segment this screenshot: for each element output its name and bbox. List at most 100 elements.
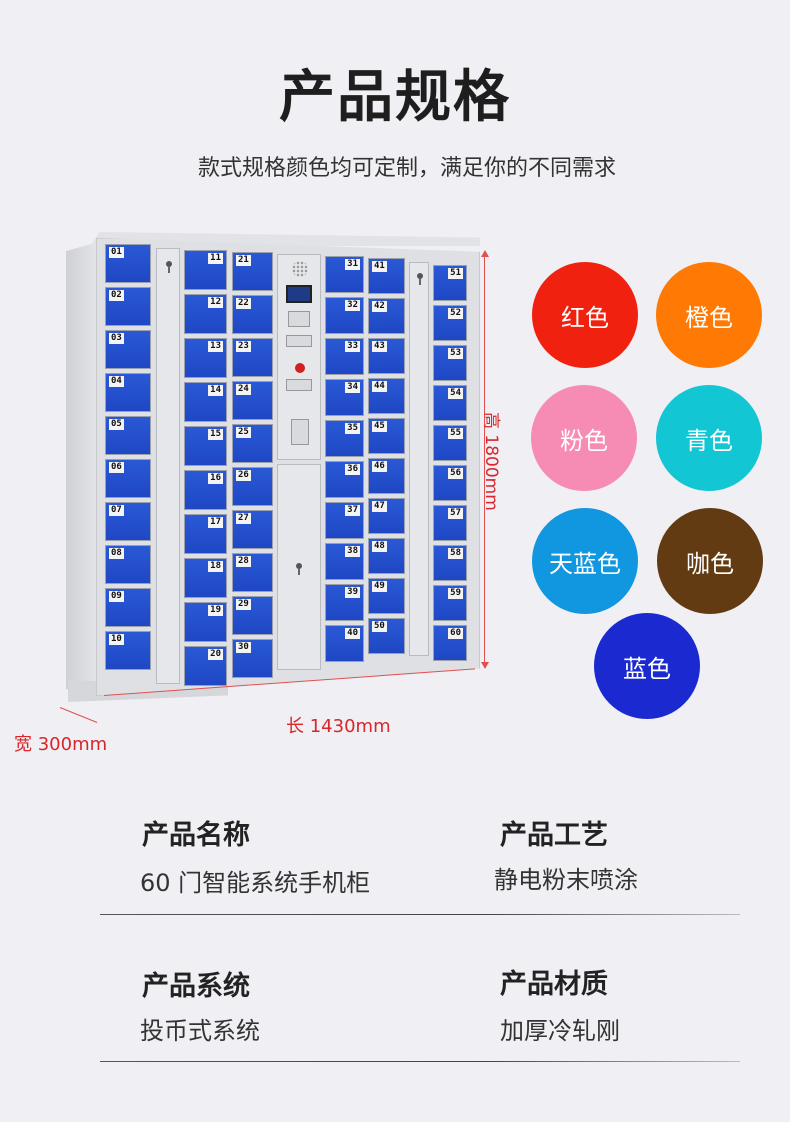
color-swatch-sky-blue: 天蓝色 xyxy=(532,508,638,614)
locker-door: 10 xyxy=(105,631,151,670)
door-number: 02 xyxy=(109,290,124,301)
door-number: 03 xyxy=(109,333,124,344)
locker-door: 52 xyxy=(433,305,467,341)
door-number: 54 xyxy=(448,388,463,399)
locker-door: 50 xyxy=(368,618,405,654)
door-number: 13 xyxy=(208,341,223,352)
locker-door: 43 xyxy=(368,338,405,374)
width-dimension-line xyxy=(59,707,98,723)
locker-door: 04 xyxy=(105,373,151,412)
door-number: 23 xyxy=(236,341,251,352)
door-number: 35 xyxy=(345,423,360,434)
door-number: 38 xyxy=(345,546,360,557)
locker-door: 36 xyxy=(325,461,364,498)
door-number: 34 xyxy=(345,382,360,393)
color-swatch-pink: 粉色 xyxy=(531,385,637,491)
door-number: 04 xyxy=(109,376,124,387)
ticket-slot xyxy=(286,379,312,391)
locker-door: 47 xyxy=(368,498,405,534)
locker-door: 29 xyxy=(232,596,273,635)
door-number: 01 xyxy=(109,247,124,258)
arrow-up-icon xyxy=(481,250,489,257)
door-number: 47 xyxy=(372,501,387,512)
locker-door: 44 xyxy=(368,378,405,414)
door-number: 15 xyxy=(208,429,223,440)
door-number: 33 xyxy=(345,341,360,352)
divider xyxy=(100,1061,740,1062)
locker-door: 54 xyxy=(433,385,467,421)
spec-value-system: 投币式系统 xyxy=(140,1017,260,1045)
locker-door: 55 xyxy=(433,425,467,461)
spec-label-process: 产品工艺 xyxy=(500,820,608,851)
door-number: 30 xyxy=(236,642,251,653)
door-number: 24 xyxy=(236,384,251,395)
locker-door: 03 xyxy=(105,330,151,369)
locker-door: 38 xyxy=(325,543,364,580)
locker-door: 22 xyxy=(232,295,273,334)
door-number: 39 xyxy=(345,587,360,598)
spec-label-name: 产品名称 xyxy=(142,820,250,851)
cabinet-side xyxy=(66,242,98,698)
locker-door: 14 xyxy=(184,382,227,422)
key-lock-icon xyxy=(417,273,423,285)
door-number: 26 xyxy=(236,470,251,481)
door-number: 41 xyxy=(372,261,387,272)
arrow-down-icon xyxy=(481,662,489,669)
door-number: 27 xyxy=(236,513,251,524)
locker-door: 23 xyxy=(232,338,273,377)
swatch-label: 咖色 xyxy=(686,549,734,578)
control-panel xyxy=(277,254,321,460)
coin-slot xyxy=(291,419,309,445)
spec-value-name: 60 门智能系统手机柜 xyxy=(140,869,371,897)
locker-door: 37 xyxy=(325,502,364,539)
door-number: 49 xyxy=(372,581,387,592)
locker-door: 19 xyxy=(184,602,227,642)
locker-door: 07 xyxy=(105,502,151,541)
page-subtitle: 款式规格颜色均可定制，满足你的不同需求 xyxy=(197,156,616,181)
locker-door: 46 xyxy=(368,458,405,494)
door-number: 16 xyxy=(208,473,223,484)
locker-door: 30 xyxy=(232,639,273,678)
door-number: 53 xyxy=(448,348,463,359)
key-lock-icon xyxy=(296,563,302,575)
height-label: 高 1800mm xyxy=(481,412,501,511)
lower-service-door xyxy=(277,464,321,670)
locker-door: 06 xyxy=(105,459,151,498)
locker-door: 12 xyxy=(184,294,227,334)
door-number: 59 xyxy=(448,588,463,599)
door-number: 09 xyxy=(109,591,124,602)
door-number: 18 xyxy=(208,561,223,572)
swatch-label: 天蓝色 xyxy=(549,549,621,578)
door-number: 12 xyxy=(208,297,223,308)
spec-value-material: 加厚冷轧刚 xyxy=(500,1017,620,1045)
divider xyxy=(100,914,740,915)
color-swatch-orange: 橙色 xyxy=(656,262,762,368)
locker-door: 11 xyxy=(184,250,227,290)
locker-door: 57 xyxy=(433,505,467,541)
door-number: 45 xyxy=(372,421,387,432)
door-number: 58 xyxy=(448,548,463,559)
locker-door: 53 xyxy=(433,345,467,381)
locker-door: 59 xyxy=(433,585,467,621)
page-title: 产品规格 xyxy=(279,65,511,130)
door-number: 56 xyxy=(448,468,463,479)
height-dimension-line xyxy=(484,254,485,664)
swatch-label: 蓝色 xyxy=(623,654,671,683)
locker-door: 18 xyxy=(184,558,227,598)
locker-door: 33 xyxy=(325,338,364,375)
locker-door: 25 xyxy=(232,424,273,463)
door-number: 17 xyxy=(208,517,223,528)
color-swatch-blue: 蓝色 xyxy=(594,613,700,719)
spec-label-system: 产品系统 xyxy=(142,971,250,1002)
locker-door: 13 xyxy=(184,338,227,378)
locker-door: 48 xyxy=(368,538,405,574)
locker-door: 21 xyxy=(232,252,273,291)
display-screen xyxy=(286,285,312,303)
locker-door: 39 xyxy=(325,584,364,621)
